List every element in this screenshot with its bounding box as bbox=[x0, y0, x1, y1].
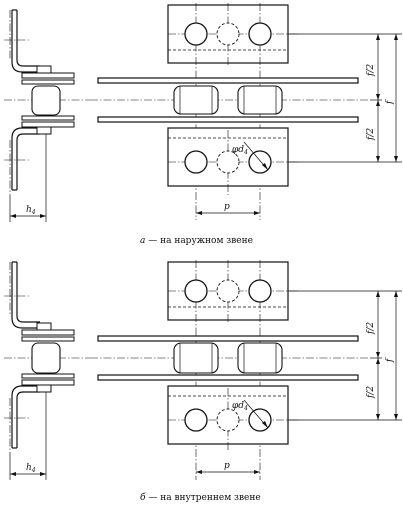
dim-f-half-lower-label: f/2 bbox=[366, 128, 376, 141]
hole-hidden-icon bbox=[216, 279, 240, 303]
hole-hidden-icon bbox=[216, 150, 240, 174]
dim-d4-label: φd4 bbox=[232, 145, 248, 156]
front-view: φd4 p f/2 f/2 f bbox=[90, 3, 402, 220]
hole-icon bbox=[184, 22, 208, 46]
dim-h4-label: h4 bbox=[26, 463, 36, 474]
hole-icon bbox=[248, 279, 272, 303]
hole-icon bbox=[248, 22, 272, 46]
side-view: h4 bbox=[4, 9, 90, 222]
side-view: h4 bbox=[4, 261, 90, 480]
hole-icon bbox=[184, 279, 208, 303]
dim-f-label: f bbox=[385, 357, 395, 363]
dim-f-half-upper-label: f/2 bbox=[366, 322, 376, 335]
dim-f-label: f bbox=[385, 99, 395, 105]
dim-p-label: p bbox=[224, 202, 230, 212]
front-view: φd4 p f/2 f/2 f bbox=[90, 260, 402, 480]
dim-d4-label: φd4 bbox=[232, 401, 248, 412]
hole-icon bbox=[184, 150, 208, 174]
figure-inner-link: h4 bbox=[4, 260, 402, 503]
dim-f-half-upper-label: f/2 bbox=[366, 64, 376, 77]
hole-icon bbox=[184, 408, 208, 432]
dim-p-label: p bbox=[224, 461, 230, 471]
hole-hidden-icon bbox=[216, 22, 240, 46]
hole-hidden-icon bbox=[216, 408, 240, 432]
dim-h4-label: h4 bbox=[26, 205, 36, 216]
figure-outer-link: h4 bbox=[4, 3, 402, 246]
caption-a: а — на наружном звене bbox=[140, 236, 253, 246]
dim-f-half-lower-label: f/2 bbox=[366, 386, 376, 399]
caption-b: б — на внутреннем звене bbox=[140, 492, 261, 503]
